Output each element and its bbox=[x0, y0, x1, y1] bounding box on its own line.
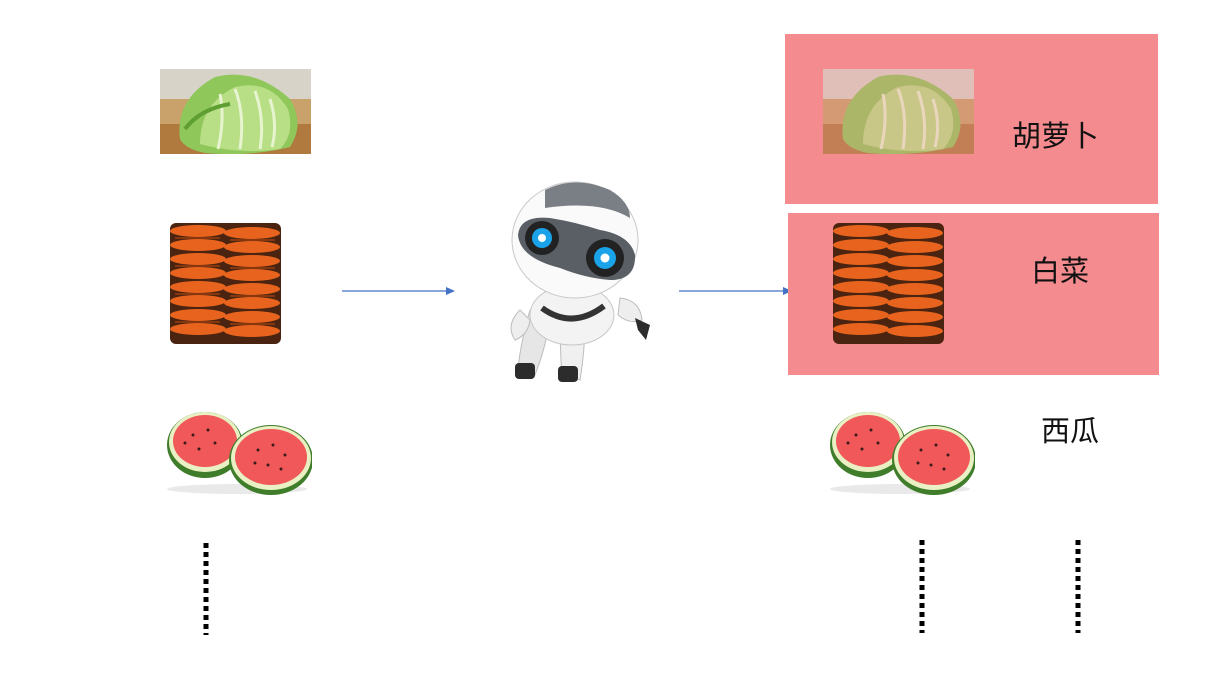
output-watermelon-image bbox=[826, 405, 975, 495]
left-continuation-dots bbox=[202, 543, 210, 635]
input-cabbage-image bbox=[160, 69, 311, 154]
output-label-row-3: 西瓜 bbox=[1041, 414, 1100, 448]
input-watermelon-image bbox=[163, 405, 312, 495]
input-arrow bbox=[342, 284, 457, 298]
right-image-continuation-dots bbox=[918, 540, 926, 633]
input-carrot-image bbox=[170, 223, 281, 344]
output-carrot-image bbox=[833, 223, 944, 344]
right-label-continuation-dots bbox=[1074, 540, 1082, 633]
output-arrow bbox=[679, 284, 794, 298]
output-cabbage-image bbox=[823, 69, 974, 154]
robot-illustration bbox=[500, 180, 655, 385]
output-label-row-2: 白菜 bbox=[1031, 254, 1090, 288]
output-label-row-1: 胡萝卜 bbox=[1012, 119, 1100, 153]
